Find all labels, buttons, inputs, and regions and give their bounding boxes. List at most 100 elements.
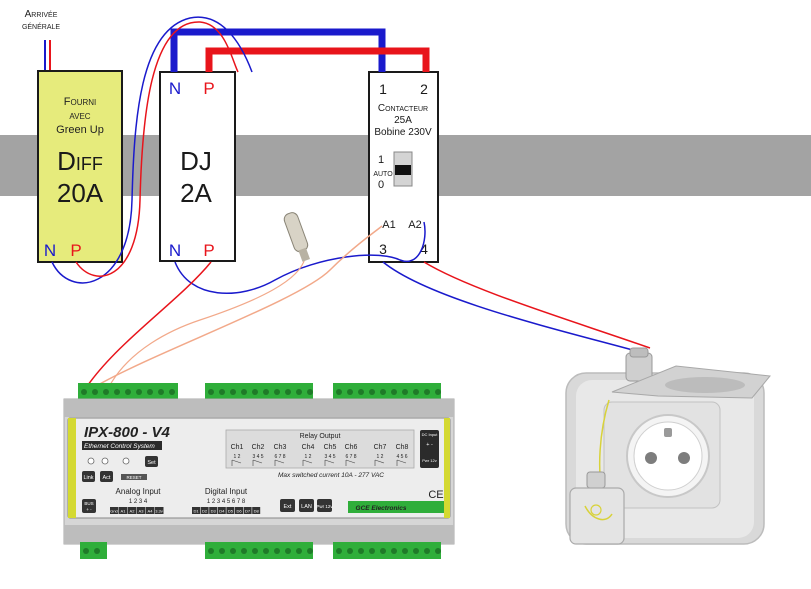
contactor-terminal-2: 2 (420, 81, 428, 97)
analog-pin (155, 507, 164, 514)
dc-input-port (420, 430, 439, 468)
contactor-a2: A2 (408, 219, 421, 231)
terminal-screw[interactable] (402, 548, 408, 554)
bus-port (82, 499, 96, 513)
terminal-screw[interactable] (285, 548, 291, 554)
outlet-neutral-wire (382, 261, 641, 353)
terminal-screw[interactable] (169, 389, 175, 395)
terminal-screw[interactable] (208, 548, 214, 554)
outlet-live-wire (423, 261, 651, 349)
terminal-screw[interactable] (435, 548, 441, 554)
terminal-screw[interactable] (263, 389, 269, 395)
terminal-screw[interactable] (114, 389, 120, 395)
terminal-screw[interactable] (219, 389, 225, 395)
terminal-screw[interactable] (103, 389, 109, 395)
relay-contact-symbol (302, 459, 313, 464)
terminal-screw[interactable] (391, 548, 397, 554)
terminal-screw[interactable] (252, 548, 258, 554)
analog-pin-label: A1 (121, 509, 127, 514)
terminal-screw[interactable] (391, 389, 397, 395)
terminal-screw[interactable] (274, 389, 280, 395)
relay-channel-label: Ch2 (252, 444, 265, 451)
led-1 (87, 457, 95, 465)
analog-pin-label: Gnd (110, 509, 118, 514)
link-label: Link (83, 475, 93, 481)
terminal-screw[interactable] (147, 389, 153, 395)
terminal-screw[interactable] (336, 389, 342, 395)
pwr-label: Pwr 12v (316, 504, 333, 509)
terminal-screw[interactable] (158, 389, 164, 395)
terminal-screw[interactable] (358, 389, 364, 395)
terminal-screw[interactable] (413, 548, 419, 554)
terminal-screw[interactable] (296, 548, 302, 554)
diff-note-2: avec (69, 110, 90, 122)
terminal-screw[interactable] (274, 548, 280, 554)
terminal-screw[interactable] (285, 389, 291, 395)
terminal-screw[interactable] (336, 548, 342, 554)
relay-channel-label: Ch7 (374, 444, 387, 451)
terminal-screw[interactable] (424, 548, 430, 554)
terminal-screw[interactable] (83, 548, 89, 554)
relay-contact-symbol (396, 459, 407, 464)
set-label: Set (147, 460, 156, 466)
ext-label: Ext (284, 504, 292, 510)
digital-pin (243, 507, 252, 514)
digital-pin-label: D3 (211, 509, 217, 514)
analog-pin (128, 507, 137, 514)
relay-channel-pins: 3 4 5 (252, 454, 263, 460)
diff-n-label: N (44, 241, 56, 260)
ipx-bottom-terminals (80, 542, 441, 559)
terminal-screw[interactable] (94, 548, 100, 554)
analog-pin-label: 3.3v (155, 509, 163, 514)
terminal-screw[interactable] (307, 389, 313, 395)
terminal-screw[interactable] (81, 389, 87, 395)
terminal-screw[interactable] (369, 548, 375, 554)
terminal-screw[interactable] (252, 389, 258, 395)
terminal-screw[interactable] (358, 548, 364, 554)
led-2 (101, 457, 109, 465)
relay-contact-symbol (324, 459, 335, 464)
terminal-screw[interactable] (424, 389, 430, 395)
ext-port (280, 499, 295, 512)
act-label: Act (103, 475, 111, 481)
terminal-screw[interactable] (230, 389, 236, 395)
terminal-screw[interactable] (380, 389, 386, 395)
terminal-screw[interactable] (296, 389, 302, 395)
socket-pin-left (645, 452, 657, 464)
digital-input-numbers: 1 2 3 4 5 6 7 8 (207, 499, 246, 505)
terminal-screw[interactable] (241, 389, 247, 395)
analog-input-title: Analog Input (116, 487, 162, 496)
contactor-a1: A1 (382, 219, 395, 231)
relay-contact-symbol (374, 459, 385, 464)
set-button[interactable] (145, 456, 158, 467)
terminal-screw[interactable] (92, 389, 98, 395)
terminal-screw[interactable] (347, 389, 353, 395)
terminal-screw[interactable] (369, 389, 375, 395)
terminal-screw[interactable] (125, 389, 131, 395)
supply-wires (44, 40, 51, 72)
bus-sign: + - (86, 507, 92, 512)
analog-pin-label: A3 (139, 509, 145, 514)
terminal-screw[interactable] (136, 389, 142, 395)
analog-pin (146, 507, 155, 514)
contactor-rating: 25A (394, 115, 412, 126)
terminal-screw[interactable] (435, 389, 441, 395)
terminal-screw[interactable] (413, 389, 419, 395)
digital-pin-label: D7 (245, 509, 251, 514)
ipx-top-terminals (78, 383, 441, 400)
digital-pin (200, 507, 209, 514)
dj-n-top: N (169, 79, 181, 98)
terminal-screw[interactable] (307, 548, 313, 554)
terminal-screw[interactable] (263, 548, 269, 554)
reset-button[interactable] (121, 474, 147, 480)
ipx800-module: IPX-800 - V4 Ethernet Control System Set… (63, 383, 455, 559)
socket-earth-pin (664, 428, 672, 437)
terminal-screw[interactable] (208, 389, 214, 395)
terminal-screw[interactable] (402, 389, 408, 395)
terminal-screw[interactable] (347, 548, 353, 554)
terminal-screw[interactable] (241, 548, 247, 554)
terminal-screw[interactable] (219, 548, 225, 554)
terminal-screw[interactable] (380, 548, 386, 554)
terminal-screw[interactable] (230, 548, 236, 554)
max-current-label: Max switched current 10A - 277 VAC (278, 472, 384, 479)
